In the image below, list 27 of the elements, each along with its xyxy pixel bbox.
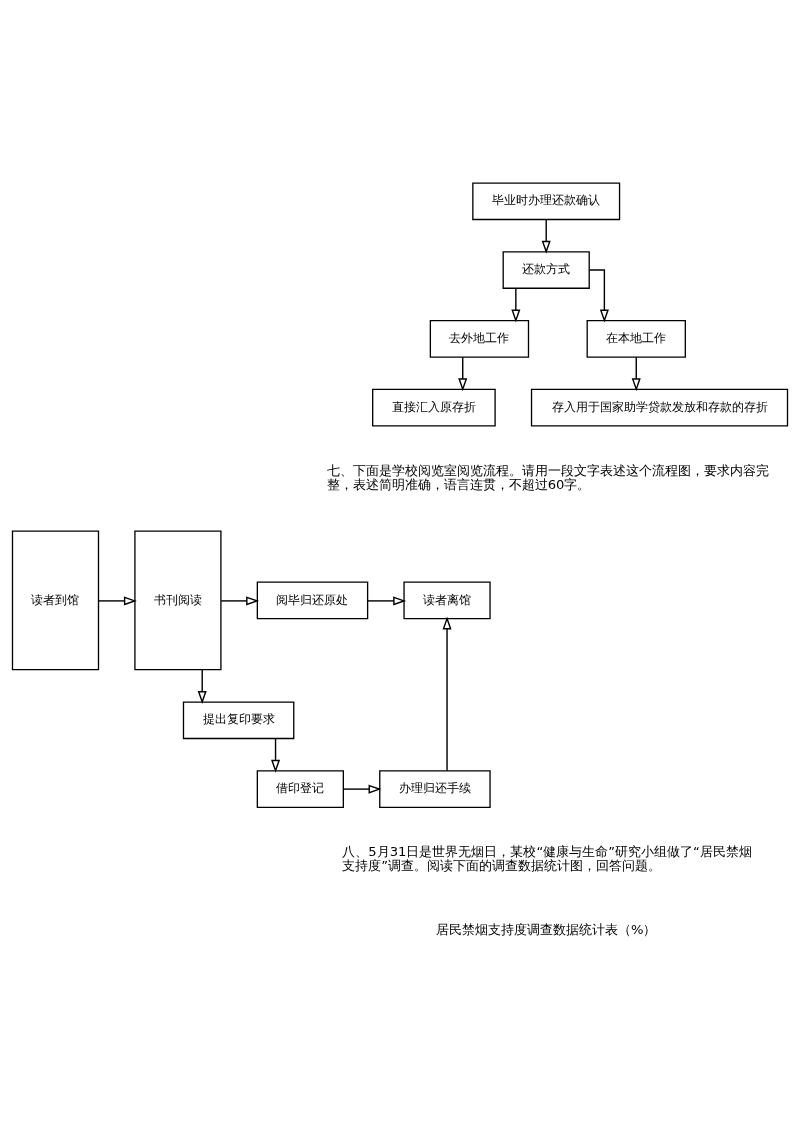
node-box: 毕业时办理还款确认 (472, 182, 621, 221)
arrow (197, 669, 207, 704)
arrow (97, 596, 137, 606)
label: 七、下面是学校阅览室阅览流程。请用一段文字表述这个流程图，要求内容完整，表述简明准确，语言连贯，不超过60字。 (326, 462, 769, 492)
node-box: 在本地工作 (586, 320, 686, 358)
node-box: 提出复印要求 (182, 701, 295, 740)
arrow (458, 356, 468, 392)
arrow (342, 784, 382, 794)
arrow (367, 596, 407, 606)
arrow (631, 356, 641, 392)
arrow (220, 596, 260, 606)
node-box: 办理归还手续 (379, 770, 491, 808)
node-box: 存入用于国家助学贷款发放和存款的存折 (530, 388, 789, 427)
arrow (541, 219, 551, 254)
label: 居民禁烟支持度调查数据统计表（%） (435, 922, 657, 938)
node-box: 阅毕归还原处 (256, 581, 369, 620)
node-box: 去外地工作 (429, 320, 530, 358)
node-box: 书刊阅读 (134, 530, 222, 671)
node-box: 还款方式 (502, 251, 590, 289)
arrow (442, 616, 452, 772)
node-box: 借印登记 (256, 770, 344, 808)
label: 八、5月31日是世界无烟日，某校“健康与生命”研究小组做了“居民禁烟支持度”调查。阅读下面的调查数据统计图，回答问题。 (342, 844, 752, 874)
arrow (511, 287, 521, 323)
node-box: 读者到馆 (11, 530, 100, 671)
arrow (271, 738, 281, 773)
node-box: 读者离馆 (403, 581, 491, 620)
node-box: 直接汇入原存折 (372, 388, 496, 427)
